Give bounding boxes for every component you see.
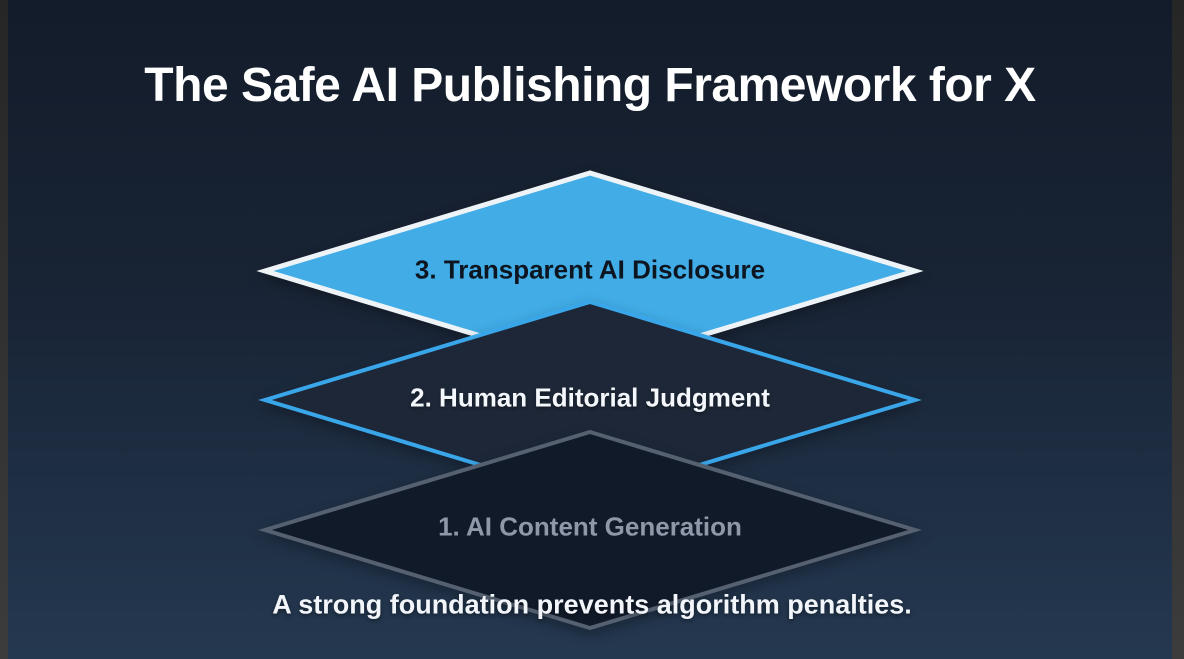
layer-2-label: 2. Human Editorial Judgment — [410, 382, 770, 413]
slide-title: The Safe AI Publishing Framework for X — [144, 59, 1036, 112]
diamond-layer-1 — [258, 429, 922, 631]
layer-1-label: 1. AI Content Generation — [438, 511, 742, 542]
left-edge-bar — [0, 0, 8, 659]
layer-3-label: 3. Transparent AI Disclosure — [414, 254, 766, 285]
right-edge-bar — [1172, 0, 1184, 659]
slide-caption: A strong foundation prevents algorithm p… — [272, 589, 912, 620]
